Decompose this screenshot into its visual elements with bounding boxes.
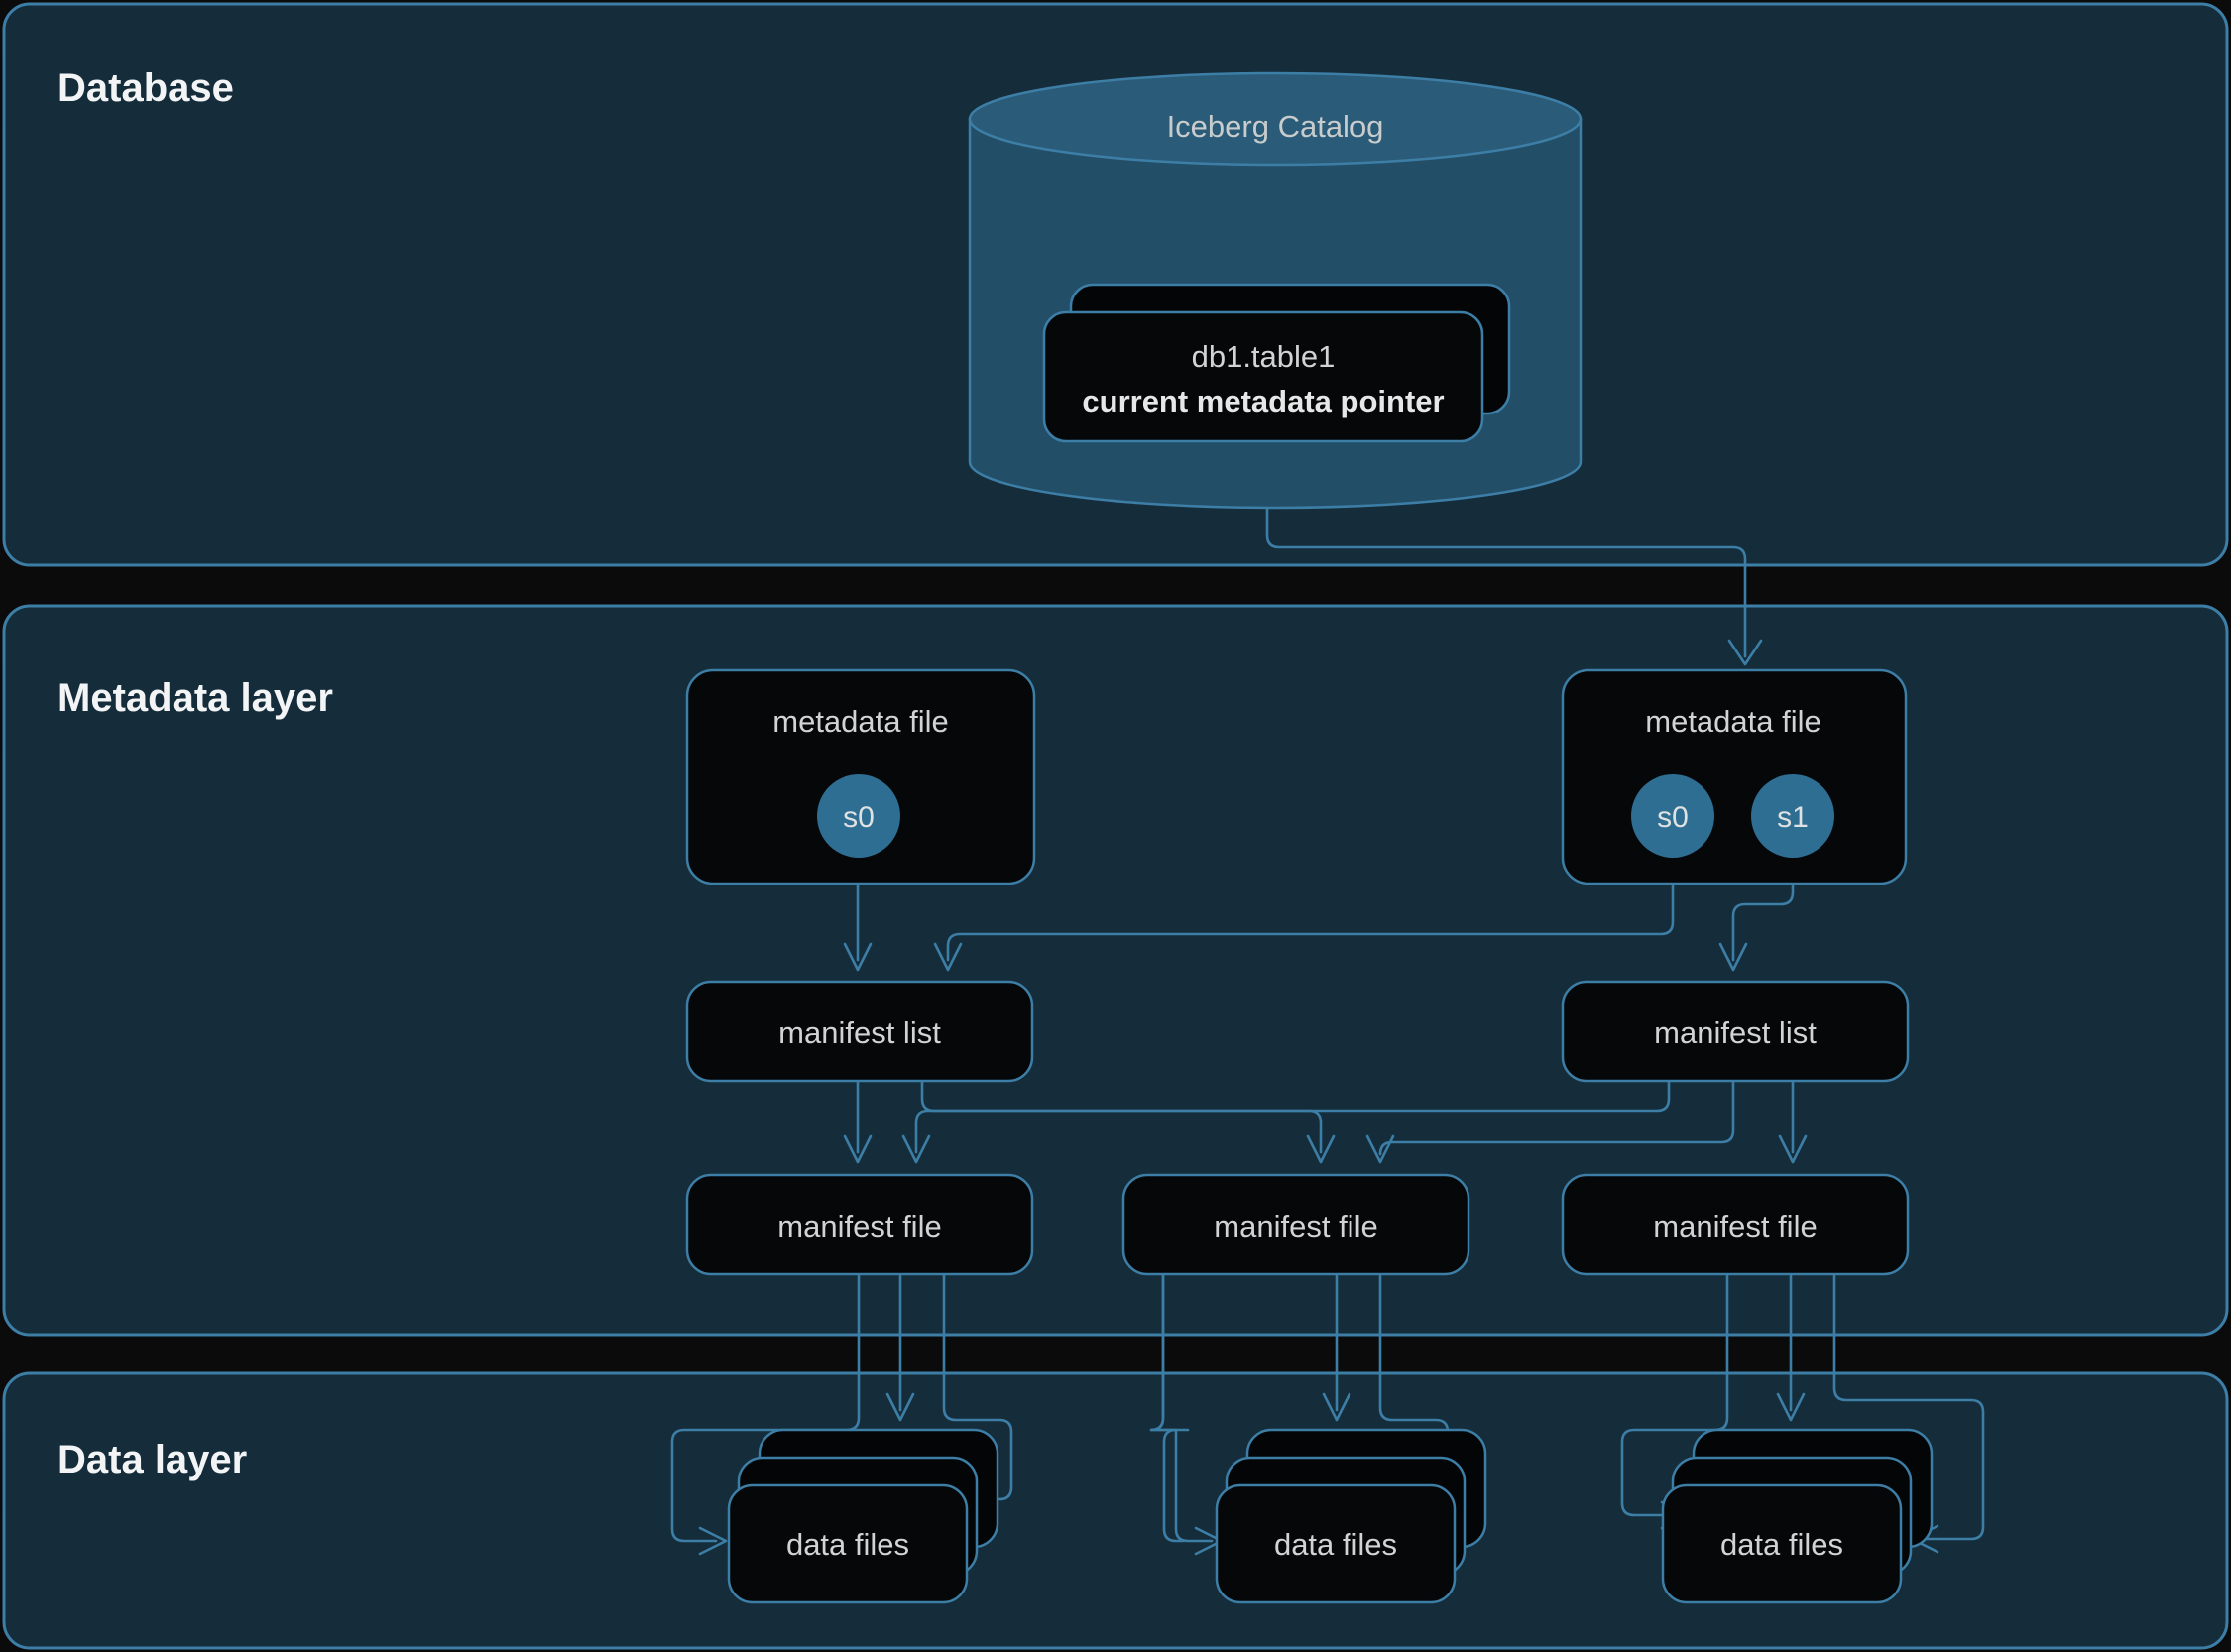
data-files-2-label: data files [1274, 1527, 1397, 1562]
edge-manifest-file-2-to-data-files-2-center [1322, 1272, 1351, 1422]
metadata-file-right-label: metadata file [1645, 704, 1821, 739]
metadata-file-right[interactable]: metadata file s0 s1 [1561, 668, 1908, 885]
data-files-1[interactable]: data files [727, 1428, 999, 1604]
manifest-list-left-box [685, 980, 1034, 1083]
manifest-file-2-box [1121, 1173, 1470, 1276]
edge-manifest-list-right-to-manifest-file-3 [1778, 1079, 1808, 1164]
metadata-file-left-label: metadata file [772, 704, 949, 739]
metadata-file-right-box [1561, 668, 1908, 885]
manifest-list-left-label: manifest list [778, 1015, 941, 1050]
metadata-file-left[interactable]: metadata file s0 [685, 668, 1036, 885]
manifest-list-right-box [1561, 980, 1910, 1083]
data-files-3-label: data files [1720, 1527, 1843, 1562]
panel-database-title: Database [58, 66, 234, 110]
snapshot-circle-s0-right[interactable] [1631, 774, 1714, 858]
data-files-3-card-1 [1661, 1483, 1903, 1604]
edge-manifest-list-left-to-manifest-file-1 [843, 1079, 873, 1164]
snapshot-circle-s0[interactable] [817, 774, 900, 858]
edge-manifest-list-right-to-manifest-file-1 [901, 1079, 1671, 1164]
current-metadata-pointer-card[interactable]: db1.table1 current metadata pointer [1042, 283, 1511, 443]
manifest-file-3-box [1561, 1173, 1910, 1276]
edge-manifest-file-1-to-data-files-1-center [885, 1272, 915, 1422]
data-files-2-card-1 [1215, 1483, 1457, 1604]
pointer-description: current metadata pointer [1082, 384, 1444, 418]
pointer-table-name: db1.table1 [1192, 339, 1336, 374]
iceberg-catalog-label: Iceberg Catalog [1167, 109, 1384, 144]
manifest-list-left[interactable]: manifest list [685, 980, 1034, 1083]
edge-manifest-list-right-to-manifest-file-2 [1365, 1079, 1735, 1164]
manifest-list-right[interactable]: manifest list [1561, 980, 1910, 1083]
manifest-file-3-label: manifest file [1653, 1209, 1817, 1243]
snapshot-label-s0: s0 [843, 801, 875, 834]
manifest-file-2[interactable]: manifest file [1121, 1173, 1470, 1276]
edge-metadata-right-s0-to-manifest-list-left [933, 841, 1675, 972]
edge-manifest-file-1-to-data-files-1-left [670, 1272, 861, 1556]
data-files-1-card-1 [727, 1483, 969, 1604]
data-files-1-label: data files [786, 1527, 909, 1562]
snapshot-label-s1: s1 [1777, 801, 1809, 834]
edge-manifest-file-3-to-data-files-3-center [1776, 1272, 1806, 1422]
manifest-file-1[interactable]: manifest file [685, 1173, 1034, 1276]
manifest-file-3[interactable]: manifest file [1561, 1173, 1910, 1276]
edge-manifest-file-2-to-data-files-2-left [1149, 1272, 1224, 1556]
snapshot-label-s0-right: s0 [1657, 801, 1689, 834]
pointer-card-front [1042, 310, 1484, 443]
cylinder-top [968, 71, 1583, 167]
panel-data-title: Data layer [58, 1438, 247, 1481]
manifest-list-right-label: manifest list [1654, 1015, 1817, 1050]
manifest-file-2-label: manifest file [1214, 1209, 1377, 1243]
manifest-file-1-box [685, 1173, 1034, 1276]
edge-metadata-right-s1-to-manifest-list-right [1718, 841, 1795, 972]
edge-pointer-to-metadata-right [1265, 446, 1763, 666]
snapshot-circle-s1[interactable] [1751, 774, 1834, 858]
manifest-file-1-label: manifest file [777, 1209, 941, 1243]
data-files-3[interactable]: data files [1661, 1428, 1934, 1604]
data-files-2[interactable]: data files [1215, 1428, 1487, 1604]
panel-metadata-title: Metadata layer [58, 676, 333, 720]
